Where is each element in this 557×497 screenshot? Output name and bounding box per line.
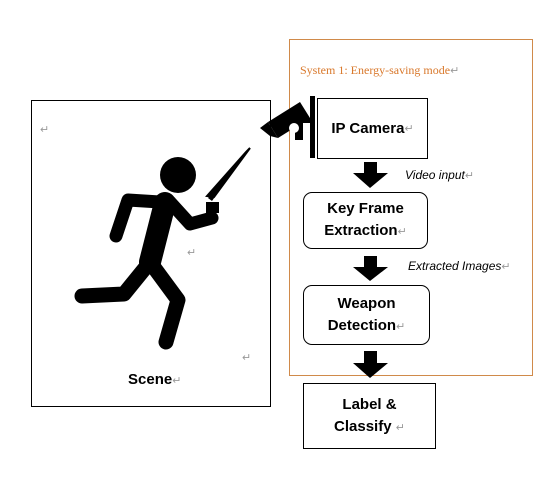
arrow-camera-to-keyframe: [353, 162, 388, 188]
arrow-keyframe-to-weapon: [353, 256, 388, 281]
arrow-weapon-to-label: [353, 351, 388, 378]
label-classify-node: Label & Classify ↵: [303, 383, 436, 449]
edge-label-video-input: Video input↵: [405, 168, 475, 182]
key-frame-extraction-node: Key Frame Extraction↵: [303, 192, 428, 249]
ip-camera-node: IP Camera↵: [317, 98, 428, 159]
paragraph-mark: ↵: [242, 352, 252, 364]
scene-box: [31, 100, 271, 407]
system-title: System 1: Energy-saving mode↵: [300, 63, 460, 77]
paragraph-mark: ↵: [40, 124, 50, 136]
system-box: [289, 39, 533, 376]
weapon-detection-node: Weapon Detection↵: [303, 285, 430, 345]
paragraph-mark: ↵: [187, 247, 197, 259]
edge-label-extracted-images: Extracted Images↵: [408, 259, 511, 273]
scene-label: Scene↵: [128, 371, 182, 388]
